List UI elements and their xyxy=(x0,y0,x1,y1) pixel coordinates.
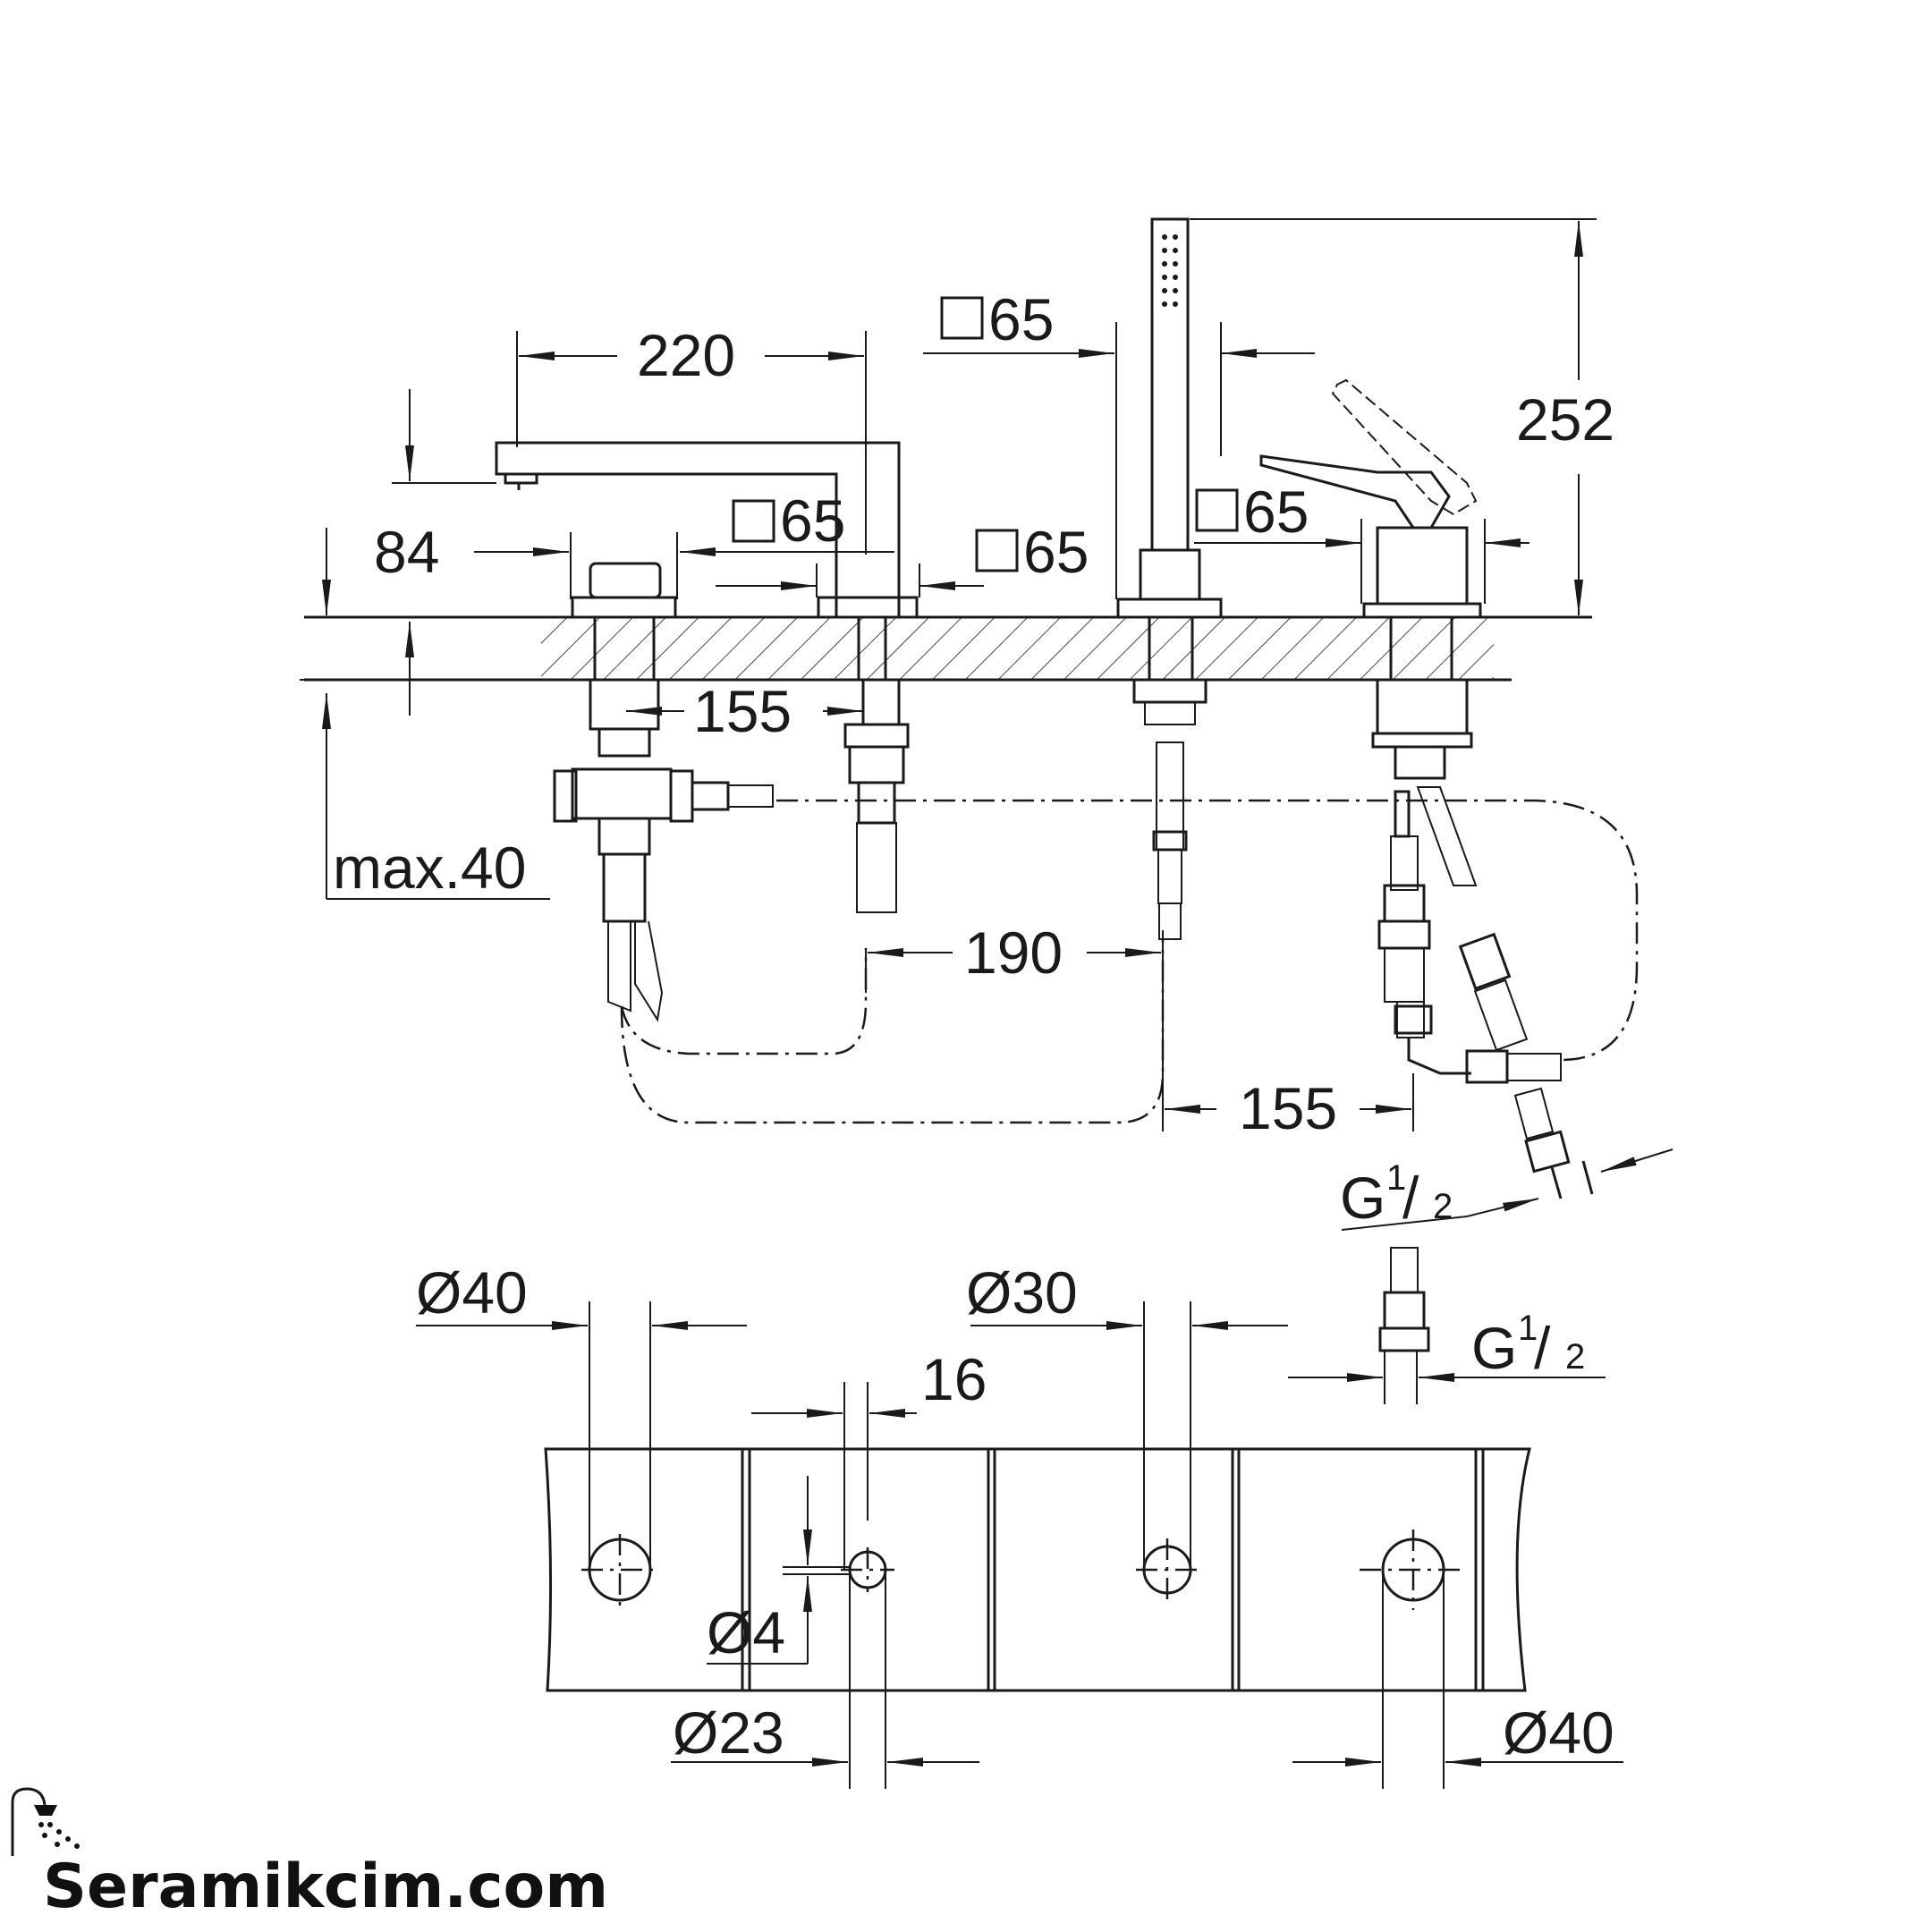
dimension-lines xyxy=(300,218,1674,1231)
shower-icon xyxy=(11,1787,80,1856)
dim-spout-height: 84 xyxy=(374,519,439,585)
thread-label-top: G 1 / 2 xyxy=(1340,1158,1453,1231)
square-flange-top: 65 xyxy=(940,286,1054,352)
dim-hole-small: Ø23 xyxy=(673,1699,784,1766)
dim-hole-left: Ø40 xyxy=(416,1259,528,1326)
square-flange-lever: 65 xyxy=(1195,479,1309,545)
dim-spacing-left: 155 xyxy=(693,678,792,744)
dim-hole-middle: Ø30 xyxy=(966,1259,1078,1326)
svg-text:/: / xyxy=(1402,1165,1419,1231)
hand-shower xyxy=(1116,217,1223,940)
deck-section xyxy=(304,615,1592,682)
plan-dimension-lines xyxy=(416,1247,1623,1789)
dim-flange-spout: 65 xyxy=(780,487,845,554)
svg-text:2: 2 xyxy=(1433,1187,1453,1226)
dim-spacing-right: 155 xyxy=(1239,1075,1337,1141)
dim-hole-right: Ø40 xyxy=(1503,1699,1614,1766)
square-flange-spout: 65 xyxy=(732,487,845,554)
watermark: Seramikcim.com xyxy=(11,1787,608,1922)
dim-pin-diameter: Ø4 xyxy=(707,1599,785,1665)
dim-pin-offset: 16 xyxy=(921,1346,987,1412)
diverter-valve xyxy=(553,562,774,1022)
shower-nozzles xyxy=(1162,234,1178,307)
dim-spacing-middle: 190 xyxy=(964,919,1063,986)
watermark-text: Seramikcim.com xyxy=(43,1852,608,1922)
svg-text:1: 1 xyxy=(1518,1309,1538,1348)
dim-flange-middle: 65 xyxy=(1023,519,1089,585)
svg-text:1: 1 xyxy=(1386,1158,1406,1198)
dim-spout-reach: 220 xyxy=(637,322,735,388)
dim-total-height: 252 xyxy=(1516,386,1614,453)
hose-routing xyxy=(620,799,1639,1127)
thread-label-bottom: G 1 / 2 xyxy=(1471,1309,1585,1381)
svg-text:/: / xyxy=(1534,1315,1551,1381)
dim-flange-top: 65 xyxy=(988,286,1054,352)
svg-text:G: G xyxy=(1471,1315,1517,1381)
lever-mixer xyxy=(1259,378,1594,1199)
square-flange-middle: 65 xyxy=(975,519,1089,585)
middle-valve xyxy=(817,596,919,913)
dim-flange-lever: 65 xyxy=(1243,479,1309,545)
svg-text:2: 2 xyxy=(1565,1337,1585,1377)
dim-deck-thickness: max.40 xyxy=(333,835,526,901)
svg-text:G: G xyxy=(1340,1165,1385,1231)
